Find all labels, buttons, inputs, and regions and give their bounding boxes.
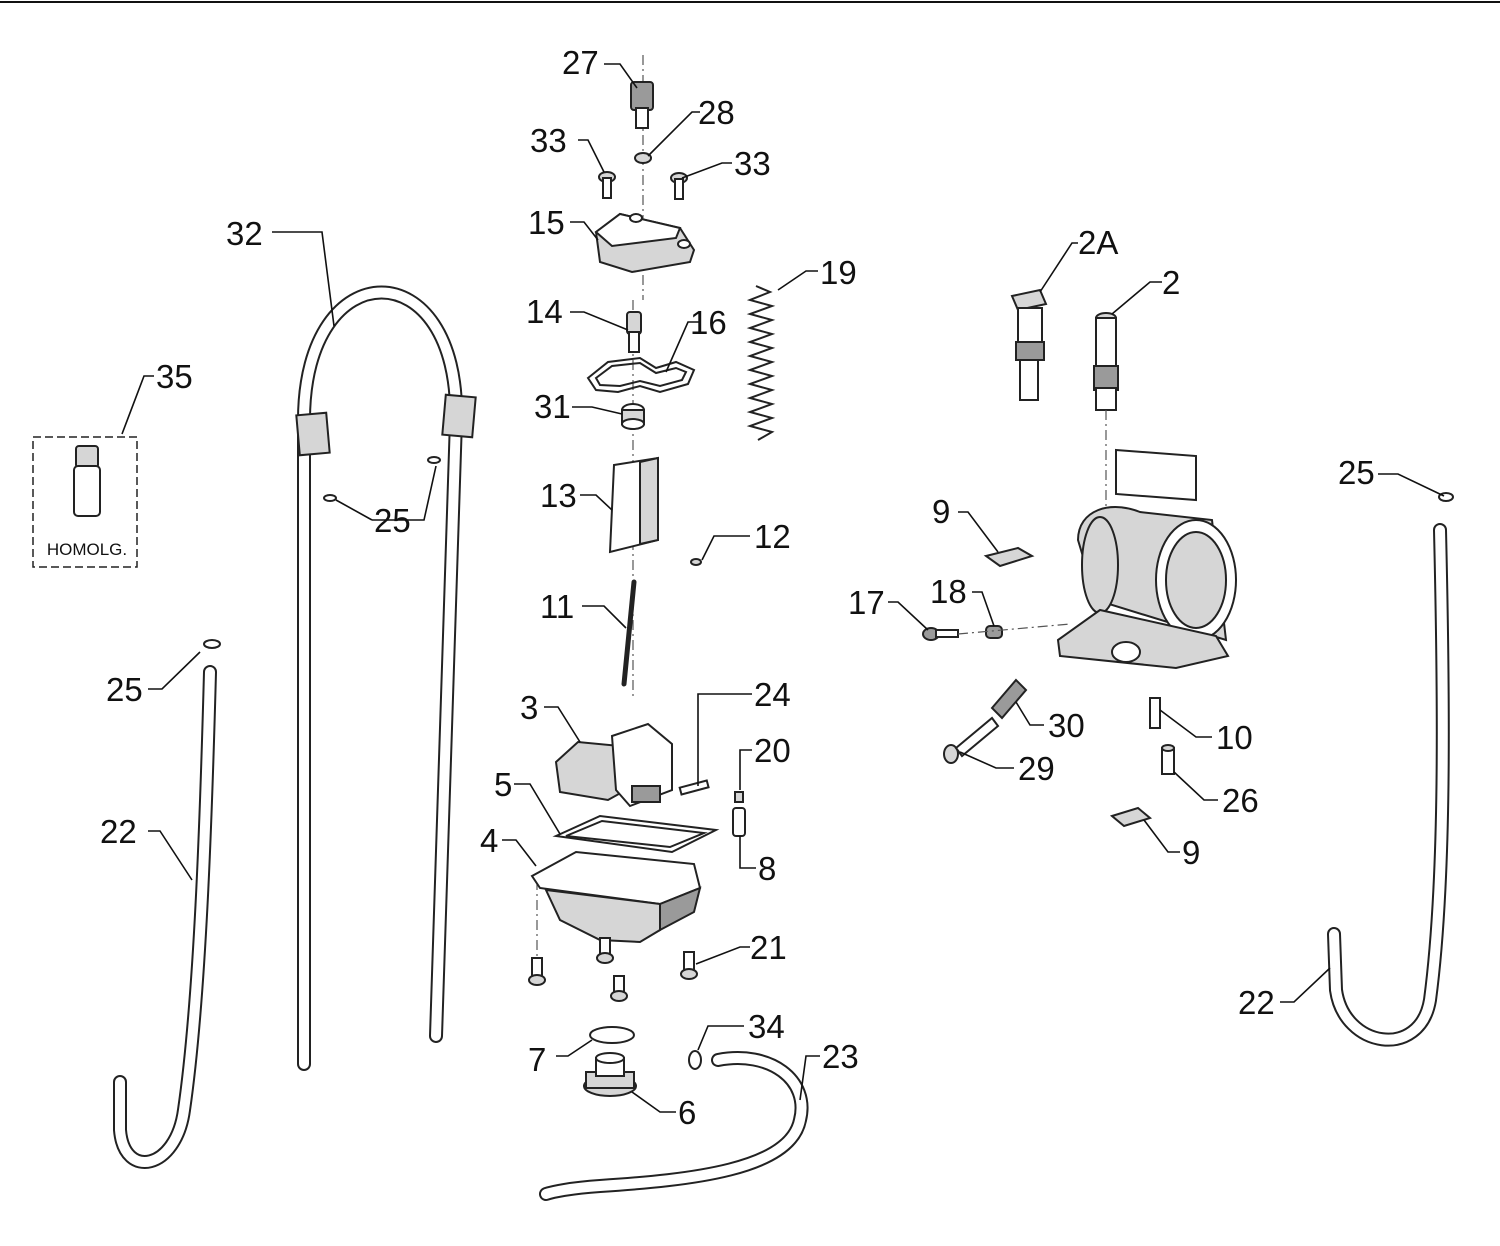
callout-9-top: 9 — [932, 493, 950, 530]
callout-25-left: 25 — [106, 671, 143, 708]
part-25-ring-c — [203, 639, 221, 649]
callout-32: 32 — [226, 215, 263, 252]
part-20-valve — [734, 791, 744, 803]
part-25-ring-d — [1438, 492, 1454, 502]
part-4-float-bowl — [530, 850, 702, 944]
part-21-screw-3 — [680, 951, 698, 980]
callout-21: 21 — [750, 929, 787, 966]
carburetor-body — [1056, 448, 1237, 670]
callout-25-center: 25 — [374, 502, 411, 539]
part-33-screw-right — [670, 172, 688, 200]
part-32-vent-hose — [295, 285, 477, 1071]
part-2-valve — [1093, 312, 1119, 411]
part-31-seal — [621, 403, 645, 430]
part-8-needle-valve — [732, 807, 746, 837]
part-18-spring — [985, 625, 1003, 639]
part-24-pin — [678, 779, 710, 796]
callout-27: 27 — [562, 44, 599, 81]
part-6-drain-plug — [583, 1052, 637, 1097]
callout-28: 28 — [698, 94, 735, 131]
part-10-jet — [1149, 697, 1161, 729]
callout-23: 23 — [822, 1038, 859, 1075]
part-17-screw — [922, 627, 959, 641]
part-16-gasket — [586, 356, 696, 394]
callout-12: 12 — [754, 518, 791, 555]
callout-9-bottom: 9 — [1182, 834, 1200, 871]
callout-16: 16 — [690, 304, 727, 341]
callout-30: 30 — [1048, 707, 1085, 744]
callout-15: 15 — [528, 204, 565, 241]
part-3-float — [554, 722, 673, 808]
callout-10: 10 — [1216, 719, 1253, 756]
part-2a-starter — [1010, 288, 1048, 401]
callout-14: 14 — [526, 293, 563, 330]
homologation-box: HOMOLG. — [32, 436, 138, 568]
part-30-spring — [990, 678, 1028, 720]
callout-34: 34 — [748, 1008, 785, 1045]
callout-2: 2 — [1162, 264, 1180, 301]
callout-22-left: 22 — [100, 813, 137, 850]
part-19-spring — [746, 285, 776, 441]
callout-20: 20 — [754, 732, 791, 769]
part-26-jet-holder — [1161, 744, 1175, 775]
callout-labels: 27 28 33 33 15 32 19 2A 2 14 16 35 31 25… — [100, 44, 1375, 1131]
part-14-jet — [626, 311, 642, 353]
callout-22-right: 22 — [1238, 984, 1275, 1021]
callout-5: 5 — [494, 766, 512, 803]
part-12-clip — [690, 558, 702, 566]
part-22-right-hose — [1327, 523, 1450, 1047]
callout-13: 13 — [540, 477, 577, 514]
part-25-ring-a — [427, 456, 441, 464]
part-34-washer — [688, 1050, 702, 1070]
part-21-screw-1 — [528, 957, 546, 986]
callout-29: 29 — [1018, 750, 1055, 787]
callout-2a: 2A — [1078, 224, 1118, 261]
part-21-screw-4 — [610, 975, 628, 1002]
part-27-screw — [630, 81, 654, 129]
callout-25-right: 25 — [1338, 454, 1375, 491]
callout-33-right: 33 — [734, 145, 771, 182]
callout-35: 35 — [156, 358, 193, 395]
callout-24: 24 — [754, 676, 791, 713]
part-33-screw-left — [598, 171, 616, 199]
part-21-screw-2 — [596, 937, 614, 964]
part-29-screw — [943, 716, 1000, 764]
callout-18: 18 — [930, 573, 967, 610]
part-13-slide — [608, 456, 659, 554]
part-9-plate-bottom — [1109, 806, 1153, 828]
part-22-left-hose — [113, 665, 217, 1169]
callout-33-left: 33 — [530, 122, 567, 159]
part-23-hose — [539, 1051, 809, 1201]
callout-4: 4 — [480, 822, 498, 859]
callout-7: 7 — [528, 1041, 546, 1078]
homologation-label: HOMOLG. — [47, 540, 127, 559]
part-7-o-ring — [589, 1026, 635, 1044]
part-9-plate-top — [983, 546, 1035, 568]
part-15-top-cover — [594, 212, 696, 274]
callout-26: 26 — [1222, 782, 1259, 819]
part-25-ring-b — [323, 494, 337, 502]
callout-11: 11 — [540, 588, 574, 625]
part-28-nut — [634, 152, 652, 164]
leader-lines — [121, 63, 1445, 1113]
callout-17: 17 — [848, 584, 885, 621]
part-5-bowl-gasket — [552, 814, 720, 854]
callout-19: 19 — [820, 254, 857, 291]
callout-8: 8 — [758, 850, 776, 887]
callout-3: 3 — [520, 689, 538, 726]
callout-6: 6 — [678, 1094, 696, 1131]
part-11-needle — [621, 579, 637, 687]
callout-31: 31 — [534, 388, 571, 425]
